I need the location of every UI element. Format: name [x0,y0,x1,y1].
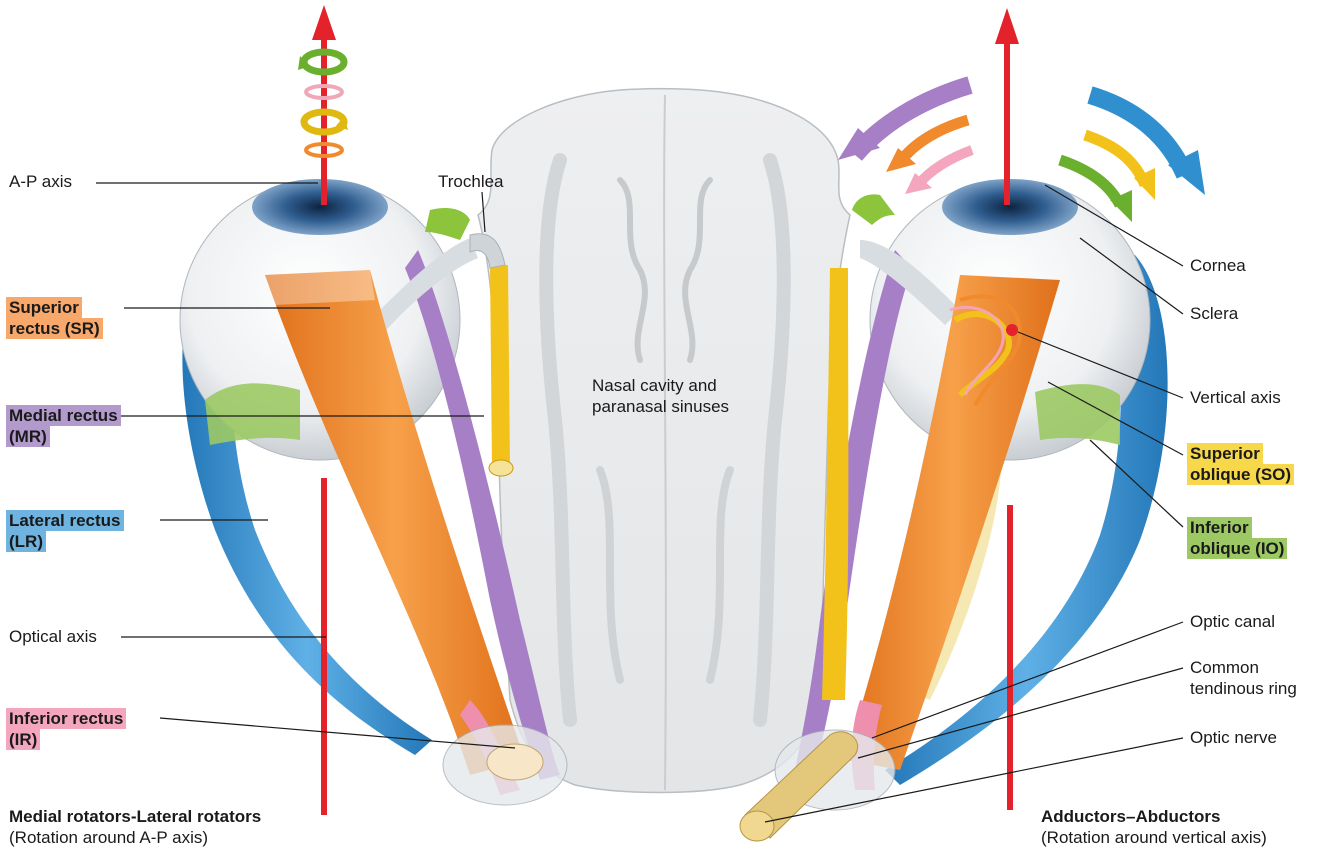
right-caption-title: Adductors–Abductors [1041,807,1220,826]
trochlea-label: Trochlea [438,172,504,192]
inferior-rectus-tag: Inferior rectus (IR) [6,708,126,750]
left-iris [252,179,388,235]
right-caption-sub: (Rotation around vertical axis) [1041,828,1267,847]
left-caption-sub: (Rotation around A-P axis) [9,828,208,847]
left-caption-title: Medial rotators-Lateral rotators [9,807,261,826]
left-superior-oblique [490,265,510,470]
nasal-cavity-label-line2: paranasal sinuses [592,397,729,417]
common-tendinous-ring-label-line1: Common [1190,658,1259,678]
adductor-arrow-pink [918,150,972,185]
sclera-label: Sclera [1190,304,1238,324]
superior-oblique-tag: Superior oblique (SO) [1187,443,1294,485]
superior-rectus-tag: Superior rectus (SR) [6,297,103,339]
optic-canal-label: Optic canal [1190,612,1275,632]
medial-rectus-tag: Medial rectus (MR) [6,405,121,447]
left-caption: Medial rotators-Lateral rotators (Rotati… [9,806,261,848]
common-tendinous-ring-label-line2: tendinous ring [1190,679,1297,699]
lateral-rectus-tag: Lateral rectus (LR) [6,510,124,552]
optic-nerve-label: Optic nerve [1190,728,1277,748]
left-inferior-oblique [205,383,300,445]
ap-axis-label: A-P axis [9,172,72,192]
vertical-axis-label: Vertical axis [1190,388,1281,408]
optical-axis-label: Optical axis [9,627,97,647]
nasal-cavity-label-line1: Nasal cavity and [592,376,717,396]
cornea-label: Cornea [1190,256,1246,276]
right-caption: Adductors–Abductors (Rotation around ver… [1041,806,1267,848]
inferior-oblique-tag: Inferior oblique (IO) [1187,517,1287,559]
